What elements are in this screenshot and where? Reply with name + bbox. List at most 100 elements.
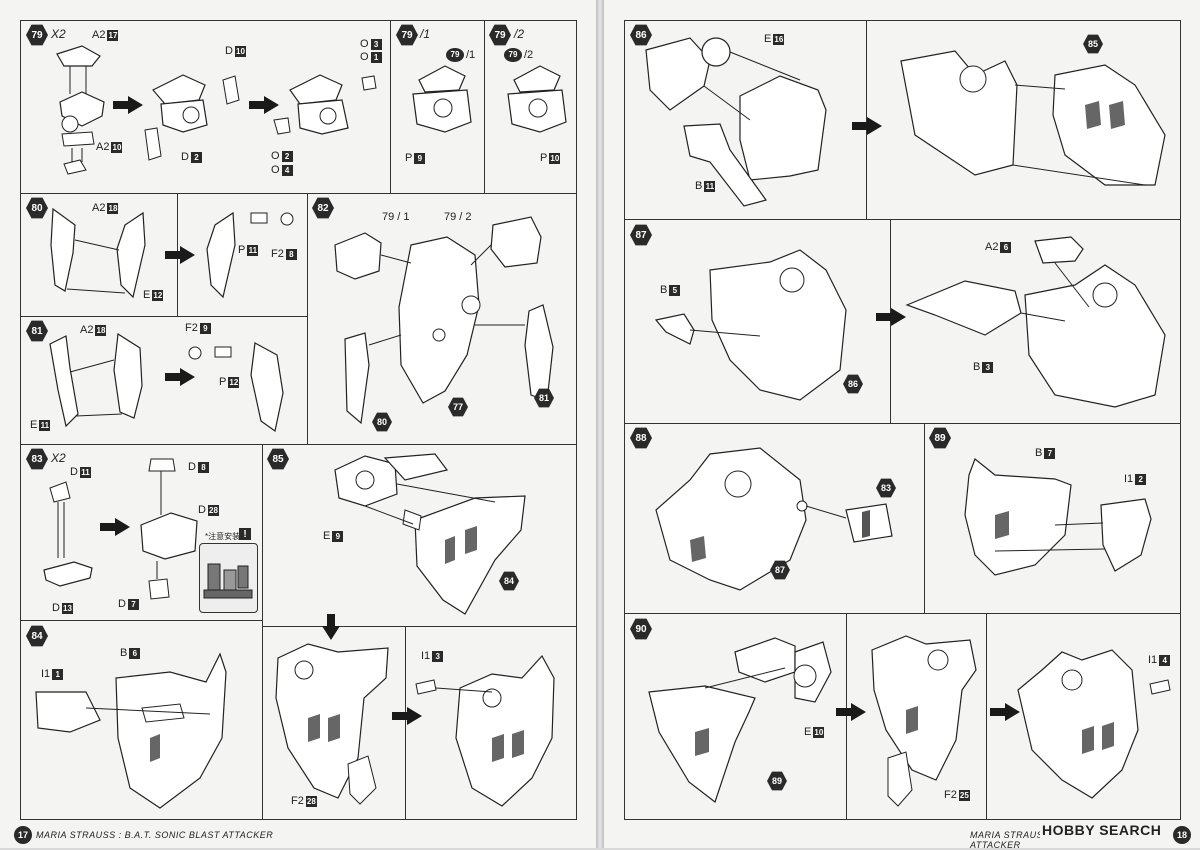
- step-arrow: [876, 308, 906, 326]
- ref-hex-81: 81: [534, 388, 554, 408]
- part-drawing-79-step2: [144, 74, 240, 161]
- ref-hex-87: 87: [770, 560, 790, 580]
- part-drawing-86: [645, 37, 827, 207]
- step-arrow: [165, 368, 195, 386]
- step-badge-79: 79: [26, 24, 48, 46]
- left-vdiv-79a: [390, 20, 391, 193]
- right-frame: [624, 20, 1181, 820]
- note-diagram: [203, 563, 253, 599]
- part-drawing-88: [655, 447, 893, 591]
- part-drawing-85: [334, 453, 526, 615]
- step-arrow: [852, 117, 882, 135]
- step-arrow: [836, 703, 866, 721]
- left-divider-1: [20, 193, 577, 194]
- part-drawing-84-assembly: [275, 643, 389, 805]
- step-arrow: [113, 96, 143, 114]
- left-divider-3: [20, 444, 577, 445]
- step-badge-87: 87: [630, 224, 652, 246]
- ref-hex-86: 86: [843, 374, 863, 394]
- step-badge-88: 88: [630, 427, 652, 449]
- step-badge-89: 89: [929, 427, 951, 449]
- part-drawing-84: [35, 652, 227, 809]
- hobby-search-watermark: HOBBY SEARCH: [1040, 822, 1164, 838]
- part-drawing-83: [43, 481, 93, 587]
- step-badge-83: 83: [26, 448, 48, 470]
- part-drawing-90-final: [1017, 649, 1171, 799]
- left-divider-2: [20, 316, 307, 317]
- part-drawing-83-b: [140, 458, 198, 600]
- part-drawing-89: [964, 458, 1152, 576]
- step-arrow: [990, 703, 1020, 721]
- step-badge-85: 85: [267, 448, 289, 470]
- left-vdiv-83: [262, 444, 263, 820]
- note-diagram-box: [199, 543, 258, 613]
- page-number-left: 17: [14, 826, 32, 844]
- step-arrow: [249, 96, 279, 114]
- part-drawing-87: [654, 249, 847, 401]
- step-badge-84: 84: [26, 625, 48, 647]
- part-drawing-79-step3: [273, 74, 377, 135]
- right-vdiv-90b: [986, 613, 987, 820]
- part-drawing-79-1: [412, 65, 472, 133]
- step-79-2-suffix: /2: [514, 27, 525, 41]
- part-drawing-79-2: [507, 65, 567, 133]
- left-vdiv-82: [307, 193, 308, 444]
- step-badge-79-2: 79: [489, 24, 511, 46]
- part-drawing-84-final: [415, 654, 555, 807]
- ref-hex-84: 84: [499, 571, 519, 591]
- left-divider-4: [20, 620, 262, 621]
- left-frame: [20, 20, 577, 820]
- right-divider-2: [624, 423, 1181, 424]
- left-vdiv-84b: [405, 626, 406, 820]
- step-arrow: [100, 518, 130, 536]
- step-badge-80: 80: [26, 197, 48, 219]
- step-79-multiplier: X2: [51, 27, 66, 41]
- right-vdiv-87: [890, 219, 891, 423]
- ref-hex-89: 89: [767, 771, 787, 791]
- ref-hex-85: 85: [1083, 34, 1103, 54]
- step-arrow-down: [322, 614, 340, 640]
- ref-79-2: 79/2: [504, 48, 533, 62]
- part-drawing-81: [49, 332, 143, 428]
- part-drawing-90: [648, 637, 832, 803]
- ref-79-1-s82: 79 / 1: [382, 211, 410, 223]
- left-vdiv-79b: [484, 20, 485, 193]
- left-divider-5: [262, 626, 577, 627]
- part-drawing-90-b: [871, 635, 977, 807]
- right-divider-1: [624, 219, 1181, 220]
- step-83-multiplier: X2: [51, 451, 66, 465]
- step-badge-82: 82: [312, 197, 334, 219]
- part-drawing-79-head: [56, 45, 105, 175]
- footer-title-left: MARIA STRAUSS : B.A.T. SONIC BLAST ATTAC…: [36, 830, 274, 840]
- part-drawing-82: [334, 216, 554, 425]
- page-gutter: [596, 0, 604, 848]
